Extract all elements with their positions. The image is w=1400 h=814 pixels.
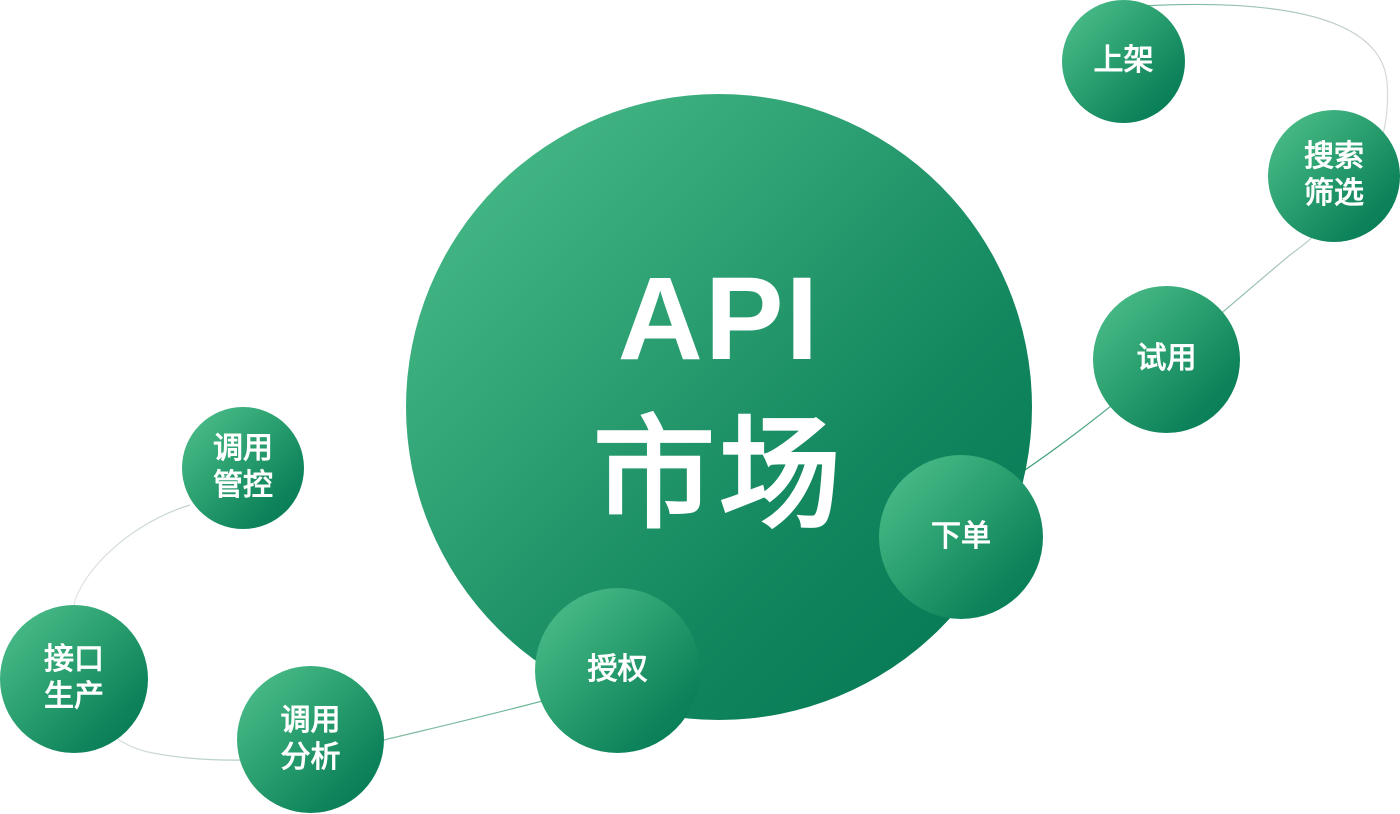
node-shangjia[interactable]: 上架: [1062, 0, 1185, 123]
node-shiyong[interactable]: 试用: [1093, 286, 1240, 433]
node-label: 下单: [931, 518, 991, 554]
center-subtitle: 市场: [593, 404, 845, 546]
node-label-line1: 接口: [44, 642, 104, 678]
node-label-line2: 管控: [213, 468, 273, 503]
node-label-line2: 分析: [280, 739, 341, 775]
api-market-center-bubble: API 市场: [406, 94, 1032, 720]
node-label: 试用: [1136, 341, 1197, 377]
node-sousuo-shaixuan[interactable]: 搜索 筛选: [1268, 110, 1400, 242]
node-diaoyong-guankong[interactable]: 调用 管控: [182, 407, 304, 529]
node-jiekou-shengchan[interactable]: 接口 生产: [0, 605, 148, 753]
node-label: 授权: [587, 652, 648, 688]
node-label-line2: 筛选: [1304, 176, 1364, 211]
node-label-line1: 搜索: [1304, 139, 1364, 175]
node-label-line2: 生产: [44, 679, 104, 714]
node-shouquan[interactable]: 授权: [535, 588, 700, 753]
center-title: API: [617, 253, 821, 385]
node-xiadan[interactable]: 下单: [879, 455, 1043, 619]
node-label-line1: 调用: [280, 702, 341, 738]
node-label: 上架: [1093, 43, 1154, 79]
node-diaoyong-fenxi[interactable]: 调用 分析: [237, 666, 384, 813]
node-label-line1: 调用: [213, 431, 273, 467]
